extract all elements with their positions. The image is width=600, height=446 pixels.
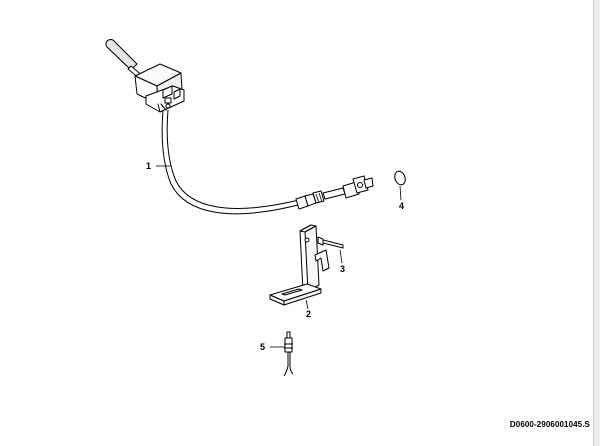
callout-3: 3 [340,264,345,274]
callout-5: 5 [260,342,265,352]
gear-lever-assembly [105,39,185,113]
lever-handle [105,39,138,71]
cable-rod [322,187,346,200]
sensor-pin-tip [286,331,291,339]
washer [394,170,406,186]
washer-part [394,170,406,186]
leader-4 [399,185,402,201]
cable-outer-left [161,109,299,215]
bracket-slot [314,249,330,272]
sensor-pin-body [284,337,293,353]
sensor-pin-part [283,331,294,377]
page-edge [593,0,600,446]
mounting-bracket-part [269,224,330,306]
leader-2 [305,299,309,310]
callout-4: 4 [399,201,404,211]
drawing-id: D0600-2906001045.S [509,420,590,429]
control-cable [161,109,374,215]
cable-outer-right [166,109,300,209]
leader-3 [339,249,343,264]
sensor-pin-wire [283,352,289,377]
bolt-head [317,236,324,246]
bolt-shank [322,239,344,249]
leader-lines [156,165,402,348]
bolt-part [317,236,344,249]
callout-1: 1 [146,161,151,171]
callout-2: 2 [306,309,311,319]
